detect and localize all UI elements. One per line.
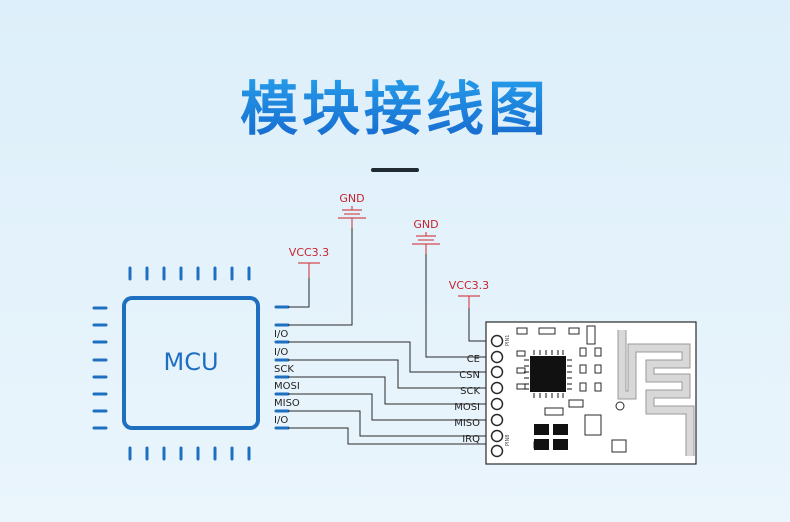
mcu-top-pins — [128, 266, 251, 281]
module-pin-header — [490, 334, 504, 458]
pcb-antenna — [617, 330, 695, 456]
mcu-chip: MCU — [92, 266, 290, 461]
mcu-right-pins — [274, 305, 290, 430]
mcu-gnd-label: GND — [339, 192, 364, 205]
mcu-pin-label: I/O — [274, 415, 288, 426]
module-pin-label-sck: SCK — [460, 386, 480, 397]
module-crystal — [534, 424, 568, 450]
wire-irq — [288, 427, 492, 445]
pin8-label: PIN8 — [505, 435, 511, 446]
wire-csn — [288, 359, 492, 389]
mcu-label: MCU — [163, 348, 218, 376]
module-vcc-label: VCC3.3 — [449, 279, 489, 292]
wire-ce — [288, 341, 492, 373]
page-title: 模块接线图 — [0, 62, 790, 146]
module-pin-label-miso: MISO — [454, 418, 480, 429]
module-pin-labels: CE CSN SCK MOSI MISO IRQ — [454, 354, 480, 445]
module-components — [516, 325, 627, 453]
title-underline — [371, 168, 419, 172]
mcu-pin-label: MISO — [274, 398, 300, 409]
wire-miso — [288, 410, 492, 437]
mcu-bottom-pins — [128, 446, 251, 461]
module-pin-label-irq: IRQ — [462, 434, 480, 445]
mcu-pin-label: I/O — [274, 329, 288, 340]
mcu-vcc-label: VCC3.3 — [289, 246, 329, 259]
mcu-vcc-symbol: VCC3.3 — [289, 246, 329, 278]
mcu-pin-label: MOSI — [274, 381, 300, 392]
wires — [288, 228, 492, 445]
module-pin-label-csn: CSN — [459, 370, 480, 381]
mcu-body — [122, 296, 260, 430]
module-pin-label-ce: CE — [467, 354, 480, 365]
pin1-label: PIN1 — [505, 335, 511, 346]
rf-module: PIN1 PIN8 — [485, 321, 697, 465]
wire-mcu-vcc — [288, 278, 310, 308]
wire-module-gnd — [425, 254, 492, 358]
module-vcc-symbol: VCC3.3 — [449, 279, 489, 308]
module-pin-label-mosi: MOSI — [454, 402, 480, 413]
mcu-pin-labels: I/O I/O SCK MOSI MISO I/O — [274, 329, 300, 426]
wire-module-vcc — [468, 308, 492, 342]
mcu-left-pins — [92, 306, 108, 430]
wire-mcu-gnd — [288, 228, 353, 326]
module-gnd-symbol: GND — [412, 218, 440, 254]
module-ic — [524, 350, 572, 398]
module-gnd-label: GND — [413, 218, 438, 231]
mcu-pin-label: I/O — [274, 347, 288, 358]
mcu-gnd-symbol: GND — [338, 192, 366, 228]
wire-sck — [288, 376, 492, 405]
wire-mosi — [288, 393, 492, 421]
mcu-pin-label: SCK — [274, 364, 294, 375]
